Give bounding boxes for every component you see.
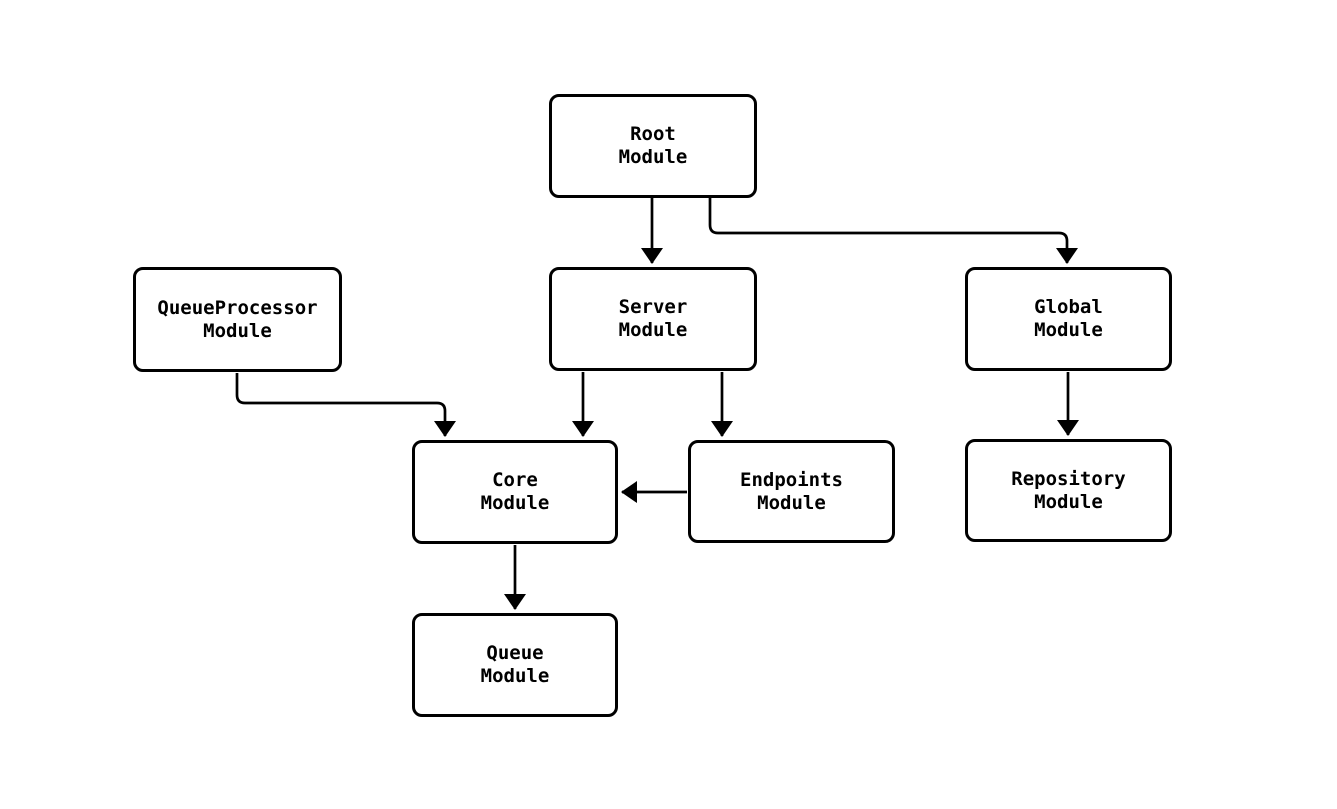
node-label-line: QueueProcessor bbox=[157, 296, 318, 319]
node-label-line: Root bbox=[630, 123, 676, 145]
edge-root-module-to-global-module bbox=[708, 198, 1078, 264]
node-label-line: Module bbox=[1034, 490, 1103, 513]
node-label-line: Queue bbox=[486, 642, 544, 664]
edge-queueprocessor-module-to-core-module bbox=[235, 373, 456, 437]
node-label-line: Module bbox=[757, 491, 826, 514]
node-label-line: Module bbox=[618, 319, 688, 341]
node-label-line: Repository bbox=[1011, 467, 1126, 490]
node-label-line: Module bbox=[480, 665, 550, 687]
node-label-line: Global bbox=[1034, 296, 1103, 318]
node-label-line: Endpoints bbox=[740, 468, 843, 491]
node-label-line: Module bbox=[203, 319, 272, 342]
node-label-line: Module bbox=[1034, 319, 1103, 341]
node-label-line: Module bbox=[480, 492, 550, 514]
node-label-line: Core bbox=[492, 469, 538, 491]
node-label-line: Module bbox=[618, 146, 688, 168]
node-label-line: Server bbox=[618, 296, 688, 318]
